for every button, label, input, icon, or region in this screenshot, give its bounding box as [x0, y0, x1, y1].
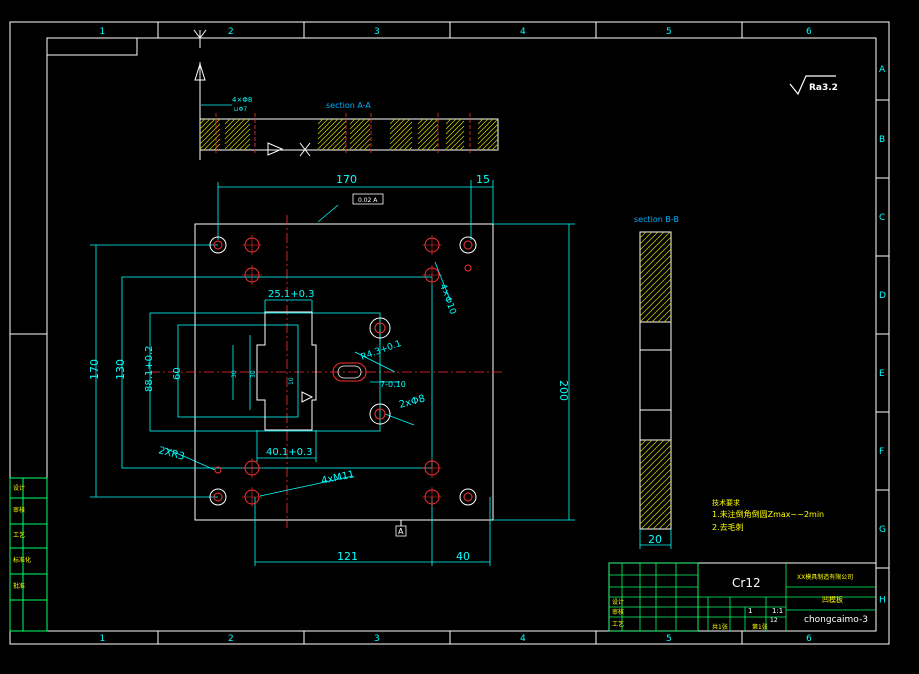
section-aa-hole-callout-sub: ⊔Φ7: [234, 106, 247, 113]
zone-col-label-top: 6: [806, 27, 812, 37]
title-row-label: 工艺: [612, 620, 624, 628]
zone-row-label: B: [879, 135, 885, 145]
title-part-name: 凹模板: [822, 595, 843, 604]
section-aa-view: section A-A 4×Φ8 ⊔Φ7: [193, 29, 499, 160]
zone-col-label-bottom: 5: [666, 634, 672, 644]
dim-inner-v1: 30: [231, 370, 238, 378]
zone-col-label-top: 5: [666, 27, 672, 37]
zone-col-label-top: 2: [228, 27, 234, 37]
section-bb-thickness: 20: [648, 533, 662, 546]
guide-pin-hole: [459, 236, 477, 254]
dim-left-60: 60: [172, 367, 183, 380]
outer-border: [9, 21, 890, 645]
dim-2xr3: 2XR3: [157, 445, 185, 462]
zone-row-label: G: [879, 525, 886, 535]
hole-group: [209, 235, 477, 507]
roughness-symbol: Ra3.2: [789, 75, 838, 96]
guide-pin-hole: [459, 488, 477, 506]
dim-4xm11: 4xM11: [320, 469, 355, 487]
section-bb-view: section B-B 20: [634, 215, 679, 549]
zone-col-label-top: 4: [520, 27, 526, 37]
roughness-value: Ra3.2: [809, 83, 838, 93]
zone-row-label: F: [879, 447, 884, 457]
title-sheet-2: 第1张: [752, 623, 768, 631]
dim-bottom-40: 40: [456, 550, 470, 563]
dim-inner-25: 25.1+0.3: [268, 289, 315, 300]
datum-a: A: [395, 520, 407, 537]
left-strip-label: 批准: [13, 582, 25, 590]
zone-col-label-top: 3: [374, 27, 380, 37]
title-scale: 1:1: [772, 607, 783, 615]
zone-col-label-bottom: 4: [520, 634, 526, 644]
left-info-strip: [9, 477, 48, 632]
technical-notes: 技术要求 1.未注倒角倒圆Zmax~~2min 2.去毛刺: [712, 498, 824, 532]
section-aa-hole-callout: 4×Φ8: [232, 96, 252, 104]
title-weight: 1: [748, 607, 752, 615]
guide-pin-hole-inner: [213, 492, 223, 502]
svg-text:A: A: [398, 527, 404, 536]
left-strip-label: 审核: [13, 506, 25, 514]
section-aa-label: section A-A: [326, 101, 371, 110]
zone-col-label-bottom: 2: [228, 634, 234, 644]
dim-7: 7-0.10: [380, 380, 406, 389]
left-strip-label: 设计: [13, 484, 25, 492]
title-company: XX模具制造有限公司: [797, 573, 853, 581]
guide-pin-hole: [209, 236, 227, 254]
dim-inner-v3: 10: [288, 377, 295, 385]
title-drawing-no: chongcaimo-3: [804, 615, 868, 625]
zone-col-label-bottom: 1: [100, 634, 106, 644]
guide-pin-hole-inner: [463, 240, 473, 250]
dim-top-170: 170: [336, 173, 357, 186]
zone-row-label: D: [879, 291, 886, 301]
dim-bottom-121: 121: [337, 550, 358, 563]
left-strip-label: 工艺: [13, 531, 25, 539]
dim-4xphi10: 4×Φ10: [437, 283, 457, 317]
notes-line-2: 2.去毛刺: [712, 522, 744, 532]
zone-row-label: E: [879, 369, 885, 379]
notes-line-1: 1.未注倒角倒圆Zmax~~2min: [712, 509, 824, 519]
title-sheet: 共1张: [712, 623, 728, 631]
small-hole: [214, 466, 222, 474]
notes-title: 技术要求: [712, 498, 740, 507]
flatness-frame: 0.02 A: [352, 193, 384, 205]
drawing-number-box: [46, 37, 138, 56]
title-row-label: 审核: [612, 608, 624, 616]
left-strip-label: 标准化: [13, 556, 31, 564]
zone-row-label: H: [879, 596, 886, 606]
small-hole: [464, 264, 472, 272]
dim-inner-40: 40.1+0.3: [266, 447, 313, 458]
guide-pin-hole-inner: [463, 492, 473, 502]
title-qty: 12: [770, 617, 778, 624]
dim-top-15: 15: [476, 173, 490, 186]
zone-row-label: A: [879, 65, 886, 75]
die-opening: [256, 311, 317, 431]
title-row-label: 设计: [612, 598, 624, 606]
dim-2xphi8: 2xΦ8: [398, 393, 426, 410]
pilot-slot: [332, 362, 367, 382]
zone-col-label-top: 1: [100, 27, 106, 37]
dim-left-170: 170: [88, 359, 101, 380]
dim-inner-v2: 30: [250, 370, 257, 378]
dim-r4: R4.3+0.1: [360, 339, 403, 363]
svg-text:0.02 A: 0.02 A: [358, 197, 378, 204]
title-block: Cr12 XX模具制造有限公司 凹模板 chongcaimo-3 1:1 1 1…: [608, 562, 877, 632]
zone-col-label-bottom: 6: [806, 634, 812, 644]
guide-pin-hole: [209, 488, 227, 506]
zone-row-label: C: [879, 213, 885, 223]
zone-dividers: [10, 22, 889, 644]
dim-left-88: 88.1+0.2: [144, 345, 155, 392]
dim-side-200: 200: [557, 380, 570, 401]
section-bb-label: section B-B: [634, 215, 679, 224]
guide-pin-hole-inner: [213, 240, 223, 250]
dim-left-130: 130: [114, 359, 127, 380]
title-material: Cr12: [732, 576, 761, 590]
zone-col-label-bottom: 3: [374, 634, 380, 644]
main-plan-view: 170 15 200 170 130 88.1+0.2 60 25.1+0.3 …: [88, 173, 575, 566]
inner-border: [46, 37, 877, 632]
